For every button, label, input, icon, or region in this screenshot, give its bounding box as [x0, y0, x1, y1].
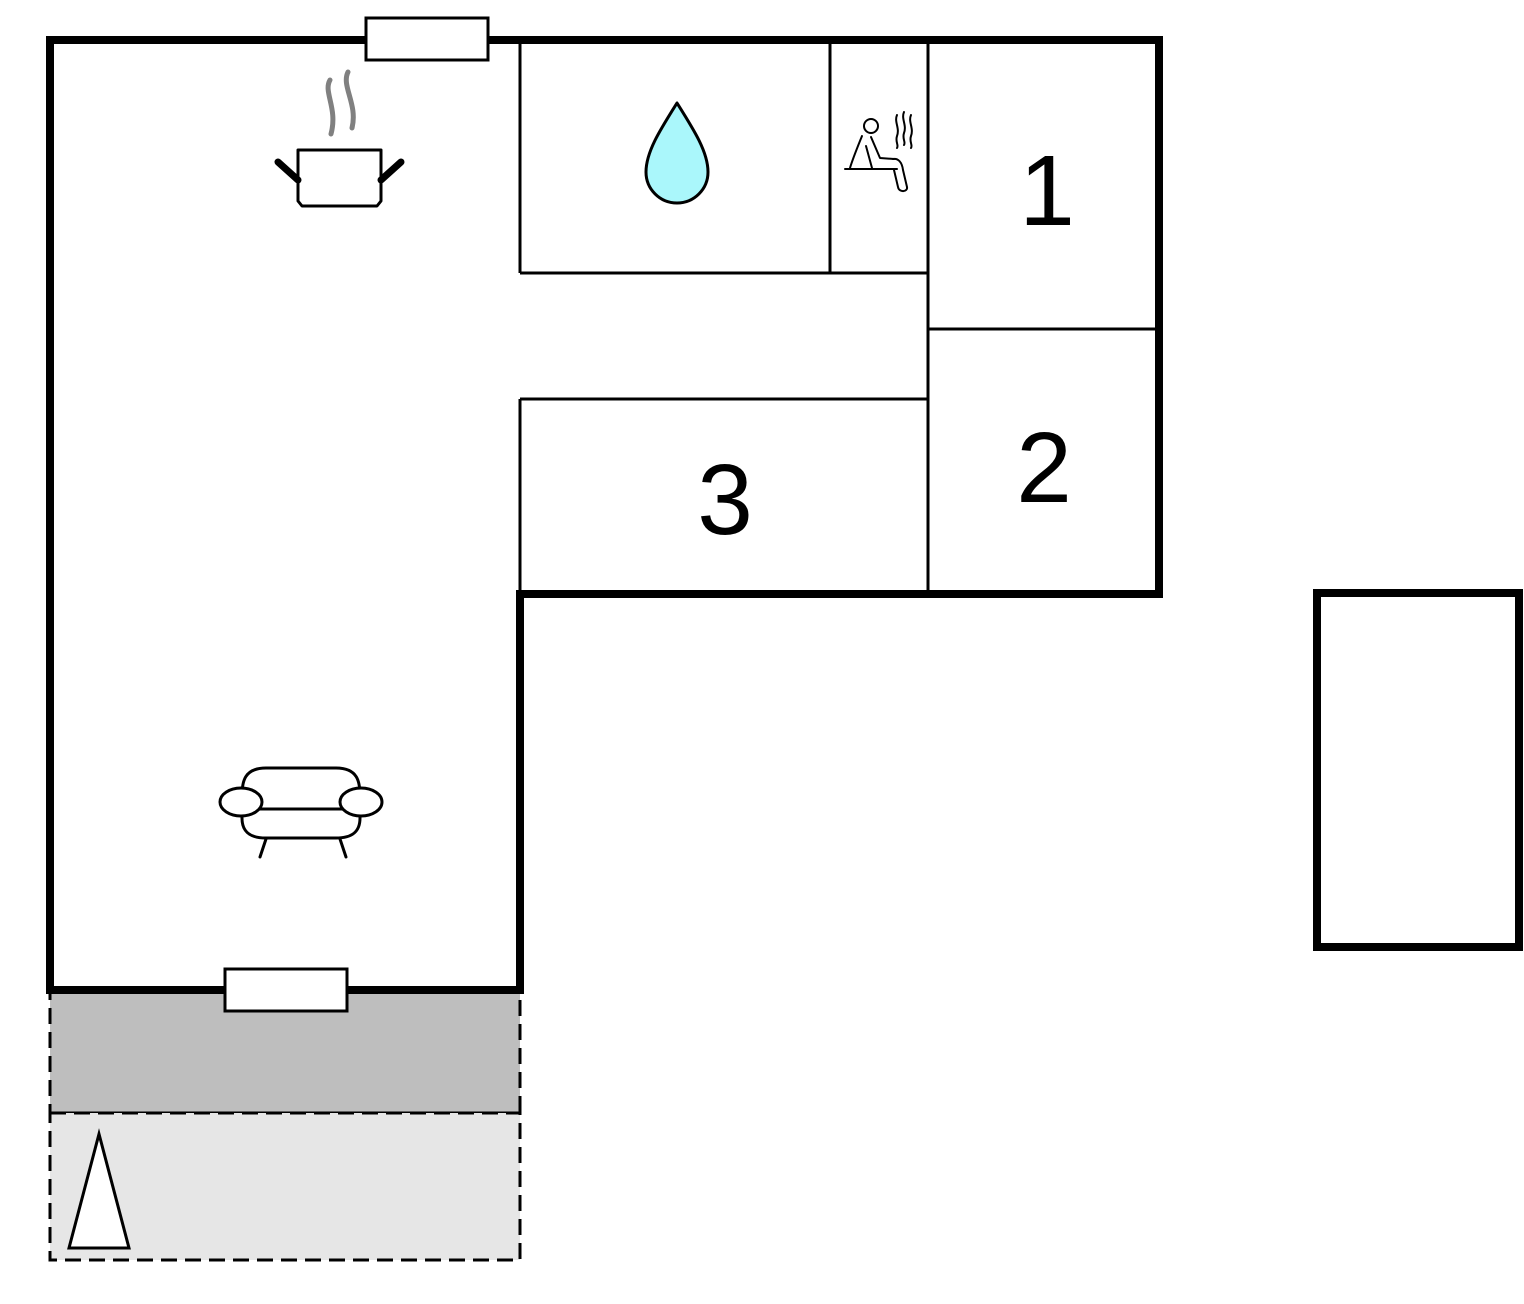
- cooking-pot-icon: [274, 69, 405, 208]
- water-drop-icon: [644, 101, 710, 205]
- room-label-3: 3: [697, 444, 753, 556]
- north-arrow-icon: [67, 1128, 131, 1250]
- outer-wall: [46, 36, 1163, 994]
- room-label-2: 2: [1016, 412, 1072, 524]
- room-label-1: 1: [1019, 135, 1075, 247]
- open-terrace: [48, 1111, 522, 1262]
- sauna-icon: [844, 111, 913, 193]
- sofa-icon: [218, 766, 384, 859]
- entrance-door: [223, 967, 349, 1013]
- interior-walls: [518, 40, 1159, 594]
- outbuilding: [1313, 589, 1523, 951]
- top-window: [364, 16, 490, 62]
